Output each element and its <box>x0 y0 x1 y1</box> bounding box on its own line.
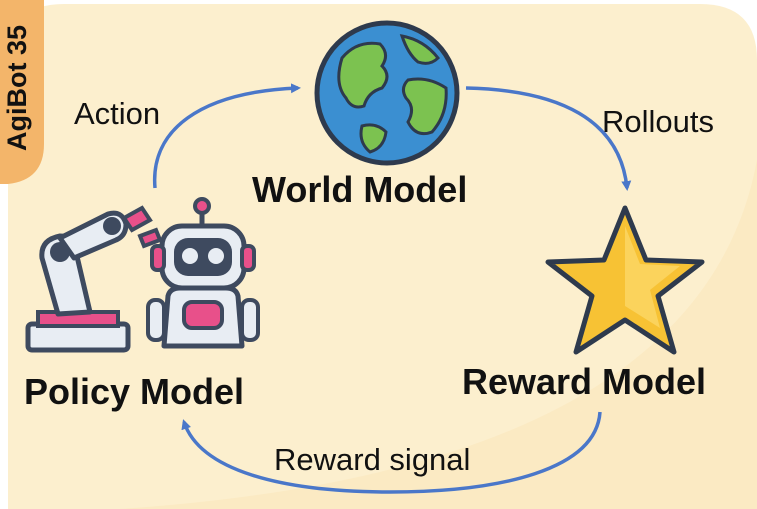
robot-icon <box>146 197 260 349</box>
reward-model-label: Reward Model <box>462 361 707 402</box>
rollouts-arrow <box>465 86 632 191</box>
rollouts-label: Rollouts <box>602 104 714 139</box>
panel-background <box>8 4 757 509</box>
reward-signal-label: Reward signal <box>274 442 471 477</box>
robot-arm-icon <box>25 205 163 353</box>
robot-arm-and-robot-icon <box>25 197 260 353</box>
badge-tab <box>0 0 44 184</box>
star-icon <box>545 205 705 355</box>
action-label: Action <box>74 96 161 131</box>
policy-model-label: Policy Model <box>24 371 245 412</box>
world-model-label: World Model <box>252 169 468 210</box>
action-arrow <box>152 83 301 189</box>
reward-signal-arrow <box>181 411 602 494</box>
badge-label: AgiBot 35 <box>2 25 32 152</box>
globe-icon <box>314 20 460 166</box>
